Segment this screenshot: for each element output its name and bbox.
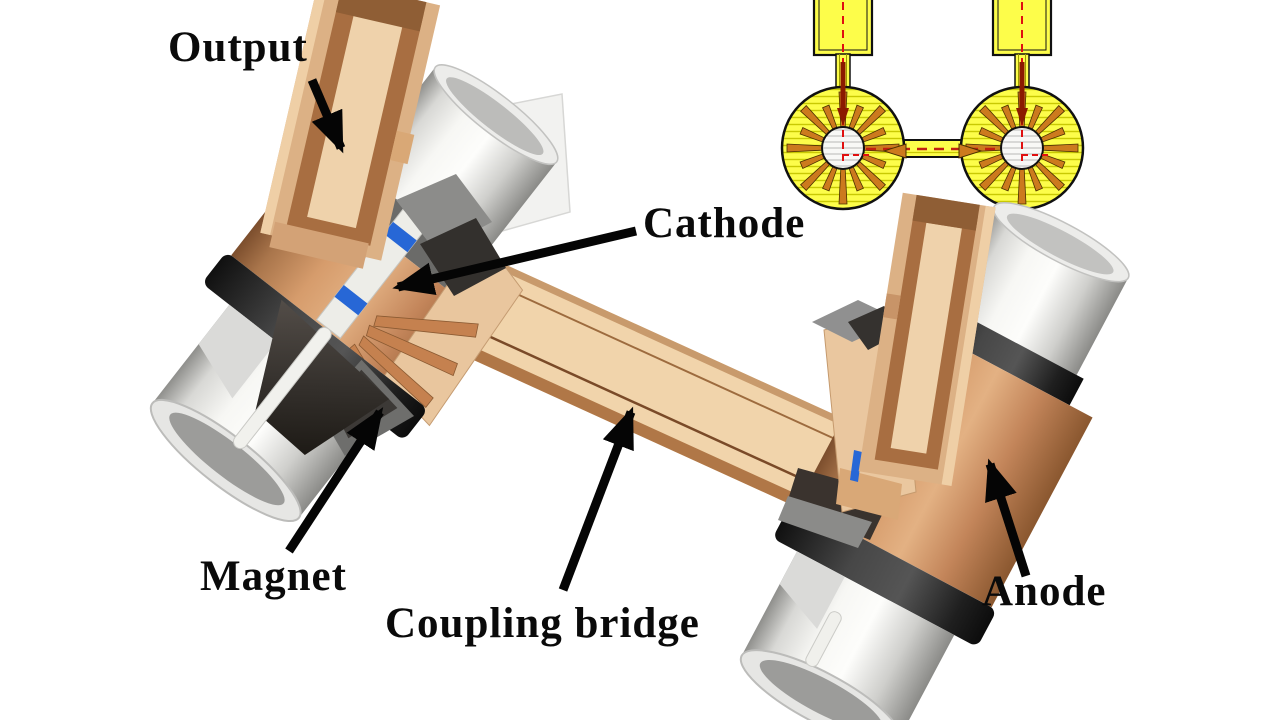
left-cathode-insulator-2	[334, 284, 368, 316]
bridge-top-edge	[470, 249, 901, 452]
left-housing-notch	[198, 304, 277, 399]
inset-magnetron-left	[782, 0, 904, 209]
left-waveguide-flange	[269, 221, 369, 269]
right-waveguide-floor	[890, 222, 962, 454]
label-coupling-bridge: Coupling bridge	[385, 600, 700, 647]
callout-arrows	[285, 78, 1031, 592]
label-cathode: Cathode	[643, 200, 806, 247]
left-housing-bore	[169, 412, 285, 506]
left-magnetron	[149, 64, 571, 523]
right-cathode-insulator	[850, 450, 862, 482]
right-output-waveguide	[858, 192, 996, 486]
left-waveguide-rim	[260, 0, 330, 235]
left-cathode-insulator-1	[383, 221, 417, 253]
right-housing-notch	[779, 551, 845, 629]
inset-probe-left	[882, 143, 907, 159]
left-output-waveguide	[260, 0, 441, 269]
label-output: Output	[168, 24, 308, 71]
right-waveguide-tab	[883, 293, 901, 320]
label-magnet: Magnet	[200, 553, 347, 600]
right-waveguide-opening	[912, 194, 980, 231]
bridge-groove-1	[463, 269, 893, 466]
right-waveguide-rim	[941, 205, 996, 486]
magnet-arrow	[285, 407, 384, 554]
right-cathode-rod	[805, 611, 842, 668]
right-junction-rim	[778, 496, 872, 548]
right-dark-ring-bottom	[775, 504, 995, 645]
inset-magnetron-right	[961, 0, 1083, 209]
right-magnetron	[739, 202, 1130, 720]
left-waveguide-tab	[390, 130, 415, 165]
right-top-housing-bore	[1006, 213, 1114, 275]
left-top-housing-bore	[446, 77, 544, 156]
label-anode: Anode	[982, 568, 1107, 615]
coupling-bridge-arrow	[558, 406, 636, 592]
left-cathode-rod	[232, 326, 332, 450]
bridge-top-face	[431, 249, 901, 536]
left-waveguide-floor	[307, 12, 404, 229]
inset-probe-right	[958, 143, 983, 159]
output-arrow	[307, 78, 346, 154]
inset-schematic	[782, 0, 1083, 209]
anode-arrow	[985, 458, 1031, 578]
right-housing-bore	[759, 659, 883, 720]
bridge-bottom-edge	[431, 330, 865, 536]
right-flange-box	[836, 468, 902, 520]
cathode-arrow	[392, 226, 638, 295]
left-waveguide-opening	[335, 0, 427, 32]
